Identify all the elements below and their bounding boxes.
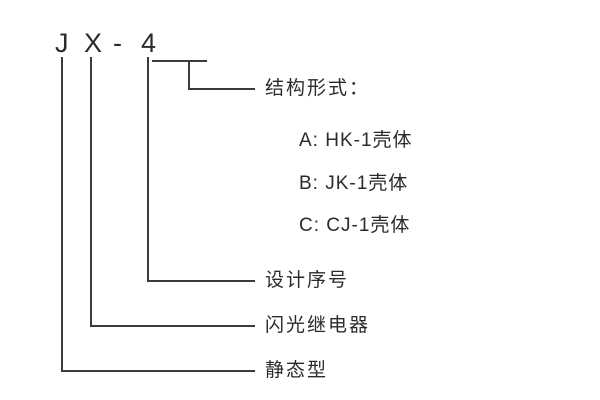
- connector-structure-vertical: [188, 60, 190, 90]
- connector-structure-bracket: [152, 60, 207, 62]
- option-b: B: JK-1壳体: [299, 173, 409, 194]
- connector-static-horizontal: [61, 370, 255, 372]
- code-char-4: 4: [141, 28, 157, 58]
- label-static-type: 静态型: [265, 360, 329, 381]
- code-char-dash: -: [113, 28, 122, 58]
- connector-design-vertical: [147, 57, 149, 282]
- option-a: A: HK-1壳体: [299, 130, 413, 151]
- connector-flash-vertical: [90, 57, 92, 327]
- code-char-j: J: [55, 28, 69, 58]
- connector-structure-horizontal: [188, 88, 255, 90]
- connector-static-vertical: [61, 57, 63, 372]
- label-design-serial: 设计序号: [265, 270, 350, 291]
- label-flash-relay: 闪光继电器: [265, 315, 371, 336]
- option-c: C: CJ-1壳体: [299, 215, 411, 236]
- connector-design-horizontal: [147, 280, 255, 282]
- connector-flash-horizontal: [90, 325, 255, 327]
- code-char-x: X: [84, 28, 103, 58]
- label-structure-form: 结构形式：: [265, 78, 371, 99]
